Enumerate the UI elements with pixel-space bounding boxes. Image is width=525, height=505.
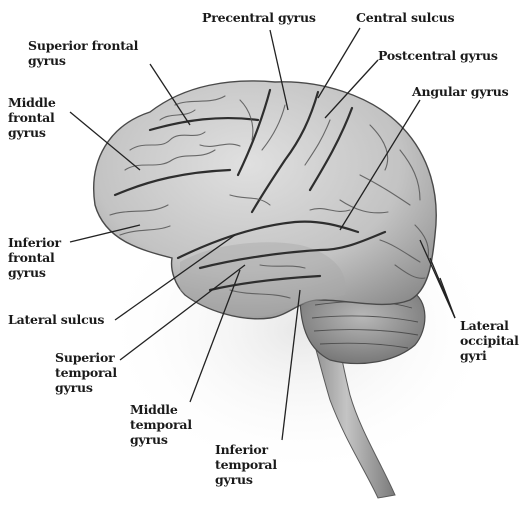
label-superior-temporal-gyrus: Superior temporal gyrus [55,350,117,395]
label-central-sulcus: Central sulcus [356,10,454,25]
label-postcentral-gyrus: Postcentral gyrus [378,48,498,63]
label-middle-frontal-gyrus: Middle frontal gyrus [8,95,56,140]
label-lateral-sulcus: Lateral sulcus [8,312,104,327]
label-precentral-gyrus: Precentral gyrus [202,10,316,25]
label-inferior-temporal-gyrus: Inferior temporal gyrus [215,442,277,487]
label-angular-gyrus: Angular gyrus [412,84,509,99]
label-inferior-frontal-gyrus: Inferior frontal gyrus [8,235,61,280]
label-lateral-occipital-gyri: Lateral occipital gyri [460,318,519,363]
label-superior-frontal-gyrus: Superior frontal gyrus [28,38,138,68]
label-middle-temporal-gyrus: Middle temporal gyrus [130,402,192,447]
